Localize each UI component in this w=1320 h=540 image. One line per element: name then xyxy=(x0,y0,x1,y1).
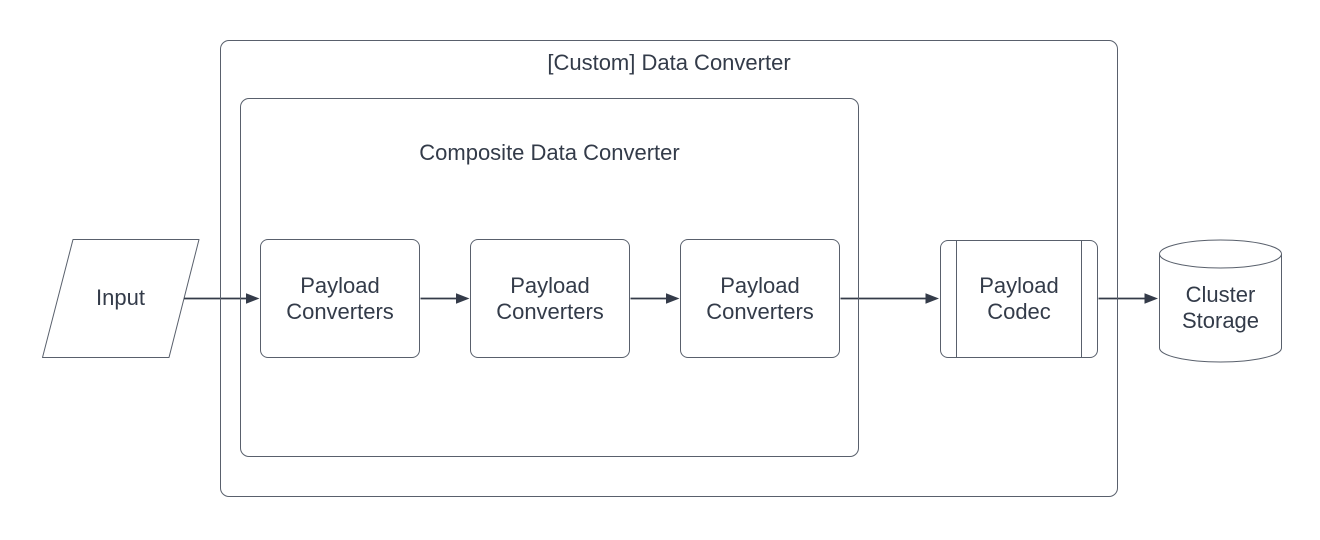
arrow-codec-to-storage xyxy=(1098,293,1158,304)
payload-codec-label: Payload Codec xyxy=(979,273,1059,324)
payload-codec-left-bar xyxy=(956,241,957,357)
payload-converters-node-1: Payload Converters xyxy=(260,239,420,358)
payload-converters-label-1: Payload Converters xyxy=(286,272,394,324)
arrow-converter3-to-codec xyxy=(840,293,939,304)
cluster-storage-cylinder-body xyxy=(1159,254,1282,363)
payload-converters-label-3: Payload Converters xyxy=(706,272,814,324)
composite-data-converter-container xyxy=(240,98,859,457)
arrow-input-to-converter1 xyxy=(184,293,260,304)
cluster-storage-label: Cluster Storage xyxy=(1181,282,1260,333)
payload-codec-right-bar xyxy=(1081,241,1082,357)
arrow-converter1-to-converter2 xyxy=(420,293,470,304)
input-parallelogram-shape xyxy=(42,239,200,358)
payload-converters-node-3: Payload Converters xyxy=(680,239,840,358)
arrow-converter2-to-converter3 xyxy=(630,293,680,304)
payload-codec-node: Payload Codec xyxy=(940,240,1098,358)
payload-converters-label-2: Payload Converters xyxy=(496,272,604,324)
input-node-label: Input xyxy=(96,285,145,310)
payload-converters-node-2: Payload Converters xyxy=(470,239,630,358)
custom-data-converter-label: [Custom] Data Converter xyxy=(547,50,791,75)
custom-data-converter-container xyxy=(220,40,1118,497)
composite-data-converter-label: Composite Data Converter xyxy=(419,140,680,165)
